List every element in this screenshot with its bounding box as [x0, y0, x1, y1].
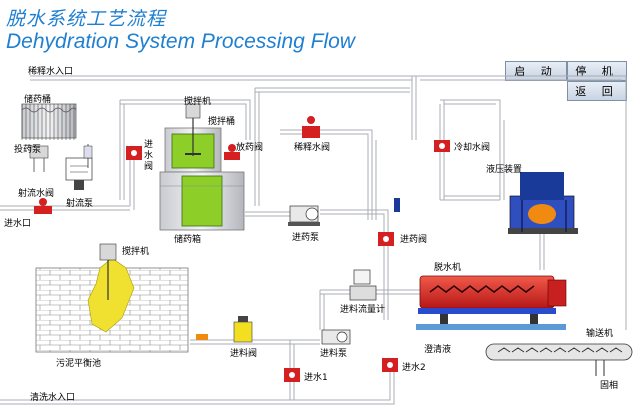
- dewatering-machine[interactable]: [416, 275, 567, 330]
- label-inlet-water-2: 进水2: [402, 363, 426, 373]
- label-feed-flowmeter: 进料流量计: [340, 305, 386, 315]
- page-title-en: Dehydration System Processing Flow: [6, 30, 355, 53]
- label-dilution-water-inlet: 稀释水入口: [28, 67, 74, 77]
- label-feed-pump: 进料泵: [320, 349, 348, 359]
- chemical-feed-valve[interactable]: [378, 232, 394, 246]
- feed-flowmeter: [349, 269, 377, 301]
- sludge-tank: [35, 257, 189, 353]
- label-clear-liquid: 澄清液: [424, 345, 452, 355]
- label-inlet-water-1: 进水1: [304, 373, 328, 383]
- mixer-2[interactable]: [99, 243, 117, 300]
- jet-pump[interactable]: [65, 144, 93, 190]
- inlet-water-2-valve[interactable]: [382, 358, 398, 372]
- label-chemical-bucket: 储药桶: [24, 95, 52, 105]
- label-jet-pump: 射流泵: [66, 199, 94, 209]
- inlet-valve[interactable]: [126, 146, 142, 160]
- mixer-1[interactable]: [185, 103, 201, 119]
- feed-valve[interactable]: [233, 316, 253, 343]
- jet-water-valve[interactable]: [34, 198, 52, 214]
- label-mixer-2: 搅拌机: [122, 247, 150, 257]
- label-mixer-1: 搅拌机: [184, 97, 212, 107]
- label-drain-valve: 放药阀: [236, 143, 264, 153]
- chemical-bucket: [21, 103, 77, 140]
- dilution-water-valve[interactable]: [302, 116, 320, 138]
- label-conveyor: 输送机: [586, 329, 614, 339]
- label-chemical-feed-valve: 进药阀: [400, 235, 428, 245]
- label-jet-water-valve: 射流水阀: [18, 189, 55, 199]
- label-hydraulic-unit: 液压装置: [486, 165, 523, 175]
- inlet-water-1-valve[interactable]: [284, 368, 300, 382]
- sludge-outlet: [196, 334, 208, 340]
- label-feed-valve: 进料阀: [230, 349, 258, 359]
- pipe-marker: [394, 198, 400, 212]
- conveyor[interactable]: [485, 343, 633, 376]
- label-dewatering-machine: 脱水机: [434, 263, 462, 273]
- label-water-inlet: 进水口: [4, 219, 32, 229]
- label-sludge-tank: 污泥平衡池: [56, 359, 102, 369]
- mixing-tank: [164, 116, 222, 173]
- label-dosing-pump: 投药泵: [14, 145, 42, 155]
- label-mixing-tank: 搅拌桶: [208, 117, 236, 127]
- feed-pump[interactable]: [321, 329, 351, 345]
- label-cooling-water-valve: 冷却水阀: [454, 143, 491, 153]
- back-button[interactable]: 返 回: [567, 81, 627, 101]
- label-dilution-water-valve: 稀释水阀: [294, 143, 331, 153]
- drain-valve[interactable]: [224, 144, 240, 160]
- hydraulic-unit[interactable]: [508, 172, 578, 234]
- label-flush-water-inlet: 清洗水入口: [30, 393, 76, 403]
- label-solid-phase: 固相: [600, 381, 619, 391]
- page-title-cn: 脱水系统工艺流程: [6, 8, 167, 30]
- label-inlet-valve: 进水阀: [144, 140, 154, 172]
- label-storage-tank: 储药箱: [174, 235, 202, 245]
- storage-tank: [159, 171, 245, 231]
- label-chemical-feed-pump: 进药泵: [292, 233, 320, 243]
- dosing-pump[interactable]: [29, 145, 49, 172]
- chemical-feed-pump[interactable]: [288, 205, 320, 226]
- cooling-water-valve[interactable]: [434, 140, 450, 152]
